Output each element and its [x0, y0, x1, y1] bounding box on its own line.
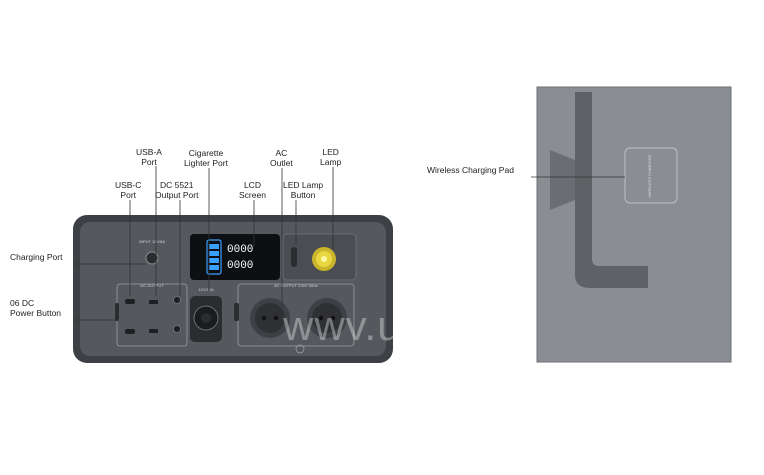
- lcd-readout-top: 0000: [227, 244, 253, 256]
- label-wireless-charging-pad: Wireless Charging Pad: [427, 165, 514, 175]
- ac-power-button: [234, 303, 239, 321]
- watermark: wwv.ua: [283, 302, 426, 349]
- label-led-lamp-button: LED Lamp Button: [283, 180, 324, 200]
- lcd-screen: [190, 234, 280, 280]
- lcd-readout-bottom: 0000: [227, 260, 253, 272]
- dc5521-port-2: [173, 325, 181, 333]
- label-usb-a-port: USB-A Port: [136, 147, 162, 167]
- usb-c-port-1: [125, 299, 135, 304]
- charging-port: [145, 251, 159, 265]
- label-lcd-screen: LCD Screen: [239, 180, 266, 200]
- usb-c-port-2: [125, 329, 135, 334]
- label-dc5521-output-port: DC 5521 Output Port: [155, 180, 199, 200]
- label-dc-power-button: 06 DC Power Button: [10, 298, 62, 318]
- label-ac-outlet: AC Outlet: [270, 148, 293, 168]
- battery-icon: [206, 239, 222, 275]
- handle: [575, 92, 648, 288]
- power-station-front: 0000 0000 INPUT 12V/8A DC OUTPUT 12V/10A…: [73, 215, 393, 363]
- svg-text:WIRELESS CHARGING: WIRELESS CHARGING: [647, 154, 652, 197]
- power-station-side: WIRELESS CHARGING: [536, 86, 732, 363]
- label-charging-port: Charging Port: [10, 252, 63, 262]
- dc5521-port-1: [173, 296, 181, 304]
- led-lamp-button: [291, 247, 297, 267]
- label-led-lamp: LED Lamp: [320, 147, 342, 167]
- label-cigarette-lighter-port: Cigarette Lighter Port: [184, 148, 228, 168]
- svg-text:12V/10A: 12V/10A: [198, 287, 214, 292]
- dc-power-button: [115, 303, 119, 321]
- svg-text:INPUT 12V/8A: INPUT 12V/8A: [139, 239, 165, 244]
- label-usb-c-port: USB-C Port: [115, 180, 142, 200]
- leader-lines: [74, 166, 625, 321]
- usb-a-port-1: [149, 300, 158, 304]
- svg-text:DC OUTPUT: DC OUTPUT: [140, 283, 164, 288]
- svg-text:AC OUTPUT 230V 50Hz: AC OUTPUT 230V 50Hz: [274, 283, 318, 288]
- wireless-charging-pad: [624, 147, 678, 204]
- usb-a-port-2: [149, 329, 158, 333]
